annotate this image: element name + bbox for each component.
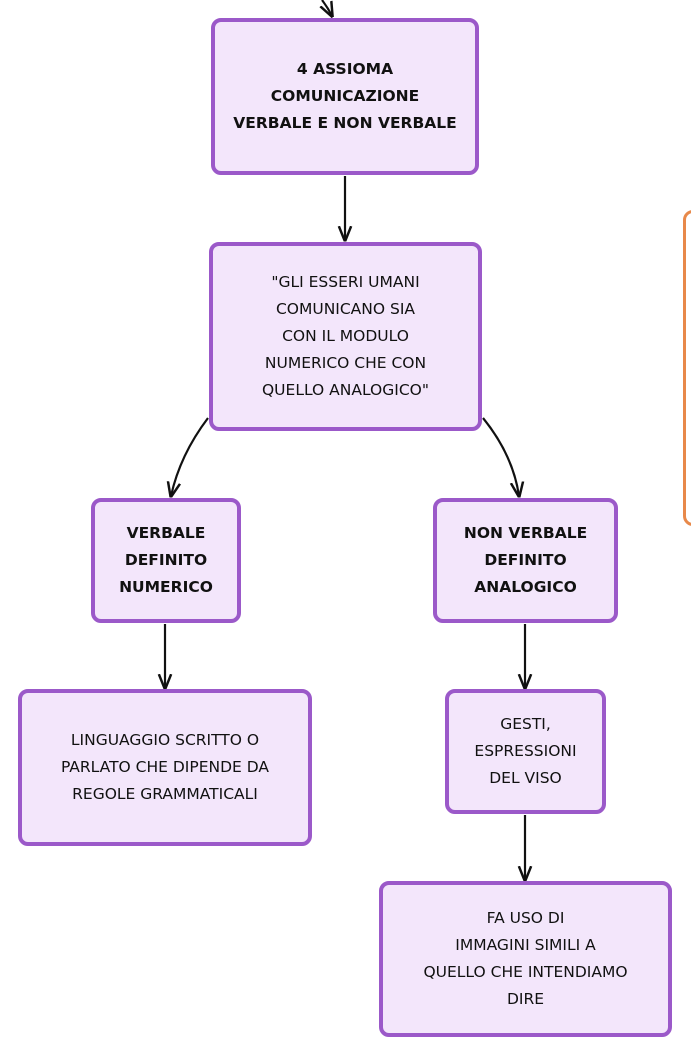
- node-verbale: VERBALE DEFINITO NUMERICO: [91, 498, 241, 623]
- node-quote: "GLI ESSERI UMANI COMUNICANO SIA CON IL …: [209, 242, 482, 431]
- node-axiom: 4 ASSIOMA COMUNICAZIONE VERBALE E NON VE…: [211, 18, 479, 175]
- node-non-verbale-line-3: ANALOGICO: [474, 578, 577, 596]
- node-axiom-line-1: 4 ASSIOMA: [296, 60, 394, 78]
- node-immagini-line-3: QUELLO CHE INTENDIAMO: [423, 963, 628, 981]
- node-immagini: FA USO DI IMMAGINI SIMILI A QUELLO CHE I…: [379, 881, 672, 1037]
- incoming-connector: [322, 0, 332, 16]
- node-non-verbale-line-1: NON VERBALE: [463, 524, 588, 542]
- node-verbale-line-3: NUMERICO: [119, 578, 213, 596]
- node-linguaggio-line-3: REGOLE GRAMMATICALI: [72, 785, 258, 803]
- side-panel-edge: [683, 210, 691, 526]
- connector-quote-to-non-verbale: [482, 417, 519, 496]
- node-quote-line-4: NUMERICO CHE CON: [264, 354, 427, 372]
- node-non-verbale: NON VERBALE DEFINITO ANALOGICO: [433, 498, 618, 623]
- node-linguaggio: LINGUAGGIO SCRITTO O PARLATO CHE DIPENDE…: [18, 689, 312, 846]
- node-linguaggio-line-1: LINGUAGGIO SCRITTO O: [70, 731, 260, 749]
- node-quote-line-5: QUELLO ANALOGICO": [261, 381, 429, 399]
- node-gesti-line-2: ESPRESSIONI: [474, 742, 577, 760]
- node-non-verbale-line-2: DEFINITO: [484, 551, 567, 569]
- node-gesti-line-1: GESTI,: [500, 715, 551, 733]
- connector-quote-to-verbale: [171, 417, 209, 496]
- node-immagini-line-1: FA USO DI: [486, 909, 565, 927]
- node-immagini-line-2: IMMAGINI SIMILI A: [455, 936, 596, 954]
- node-gesti-line-3: DEL VISO: [489, 769, 562, 787]
- node-quote-line-3: CON IL MODULO: [282, 327, 409, 345]
- node-gesti: GESTI, ESPRESSIONI DEL VISO: [445, 689, 606, 814]
- node-quote-line-1: "GLI ESSERI UMANI: [271, 273, 420, 291]
- node-verbale-line-1: VERBALE: [126, 524, 206, 542]
- node-axiom-line-3: VERBALE E NON VERBALE: [233, 114, 457, 132]
- node-linguaggio-line-2: PARLATO CHE DIPENDE DA: [60, 758, 270, 776]
- node-verbale-line-2: DEFINITO: [124, 551, 208, 569]
- node-immagini-line-4: DIRE: [506, 990, 545, 1008]
- node-quote-line-2: COMUNICANO SIA: [275, 300, 416, 318]
- node-axiom-line-2: COMUNICAZIONE: [270, 87, 420, 105]
